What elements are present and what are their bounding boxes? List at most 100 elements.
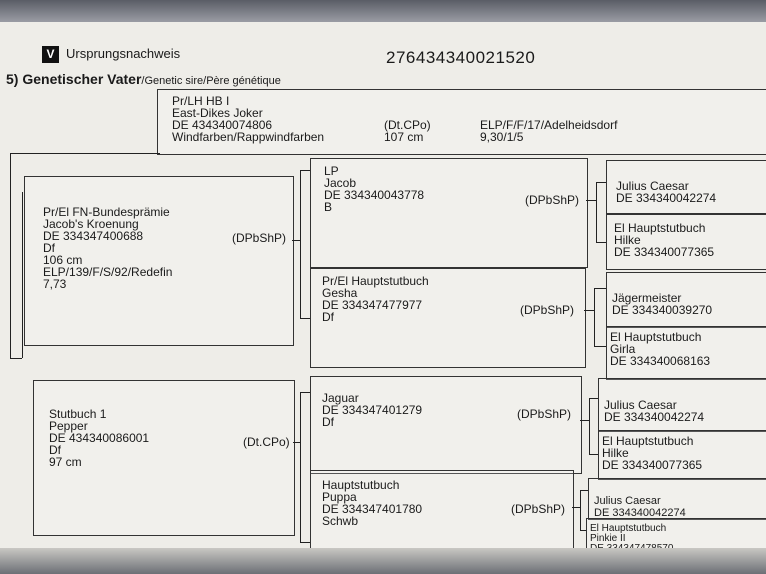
document-number: 276434340021520 — [386, 48, 536, 67]
connector — [589, 454, 598, 455]
gp-fm-breed: (DPbShP) — [520, 303, 575, 317]
mother-line1: Stutbuch 1 — [49, 407, 107, 421]
father-reg: DE 334347400688 — [43, 229, 144, 243]
connector — [22, 192, 23, 358]
ggp-mfm-reg: DE 334340077365 — [602, 458, 703, 472]
grandsire-maternal-box — [310, 376, 582, 474]
father-info: Pr/El FN-Bundesprämie Jacob's Kroenung D… — [43, 206, 172, 290]
photo-background-top — [0, 0, 766, 22]
ggp-fmf-reg: DE 334340039270 — [612, 303, 713, 317]
mother-breed: (Dt.CPo) — [243, 435, 290, 449]
gp-mf-breed: (DPbShP) — [517, 407, 572, 421]
gp-mm-line1: Hauptstutbuch — [322, 478, 400, 492]
sire-name: East-Dikes Joker — [172, 106, 263, 120]
connector — [300, 170, 310, 171]
gp-fm-reg: DE 334347477977 — [322, 298, 423, 312]
ggp-mfm-info: El Hauptstutbuch Hilke DE 334340077365 — [602, 435, 702, 471]
ggp-mff-name: Julius Caesar — [604, 398, 677, 412]
granddam-maternal-box — [310, 470, 574, 554]
ggp-fff-reg: DE 334340042274 — [616, 191, 717, 205]
connector — [584, 310, 594, 311]
mother-box — [33, 380, 295, 536]
connector — [300, 170, 301, 318]
sire-perf2: 9,30/1/5 — [480, 130, 524, 144]
ggp-fff-name: Julius Caesar — [616, 179, 689, 193]
connector — [300, 542, 310, 543]
gp-mm-breed: (DPbShP) — [511, 502, 566, 516]
gp-fm-color: Df — [322, 310, 334, 324]
ggp-fmm-line1: El Hauptstutbuch — [610, 330, 702, 344]
father-line1: Pr/El FN-Bundesprämie — [43, 205, 170, 219]
ggp-mmf-name: Julius Caesar — [594, 495, 661, 507]
ggp-box-fmm — [606, 326, 766, 380]
gp-mm-color: Schwb — [322, 514, 359, 528]
gp-ff-name: Jacob — [324, 176, 357, 190]
sire-heading-subtitle: /Genetic sire/Père génétique — [141, 75, 281, 87]
gp-mf-color: Df — [322, 415, 334, 429]
connector — [596, 242, 606, 243]
connector — [300, 318, 310, 319]
sire-heading-main: 5) Genetischer Vater — [6, 71, 142, 87]
mother-info: Stutbuch 1 Pepper DE 434340086001 Df 97 … — [49, 408, 149, 468]
mother-height: 97 cm — [49, 455, 82, 469]
pedigree-document: V Ursprungsnachweis 276434340021520 5) G… — [0, 22, 766, 554]
grandsire-paternal-box — [310, 158, 588, 268]
ggp-fmf-name: Jägermeister — [612, 291, 682, 305]
connector — [300, 392, 310, 393]
ggp-mmf-reg: DE 334340042274 — [594, 507, 686, 519]
connector — [586, 200, 596, 201]
sire-reg: DE 434340074806 — [172, 118, 273, 132]
connector — [596, 182, 597, 242]
sire-line1: Pr/LH HB I — [172, 94, 230, 108]
father-box — [24, 176, 294, 346]
ggp-mmm-name: Pinkie II — [590, 533, 626, 544]
connector — [580, 490, 581, 530]
ggp-ffm-info: El Hauptstutbuch Hilke DE 334340077365 — [614, 222, 714, 258]
gp-ff-reg: DE 334340043778 — [324, 188, 425, 202]
section-badge: V — [42, 46, 59, 63]
ggp-box-mmf — [588, 478, 766, 520]
ggp-fmm-info: El Hauptstutbuch Girla DE 334340068163 — [610, 331, 710, 367]
connector — [589, 398, 598, 399]
sire-height: 107 cm — [384, 130, 424, 144]
ggp-ffm-line1: El Hauptstutbuch — [614, 221, 706, 235]
connector — [580, 530, 586, 531]
sire-perf1: ELP/F/F/17/Adelheidsdorf — [480, 118, 618, 132]
connector — [10, 153, 160, 154]
gp-mm-reg: DE 334347401780 — [322, 502, 423, 516]
photo-background-bottom — [0, 548, 766, 574]
connector — [10, 358, 22, 359]
ggp-box-fmf — [606, 272, 766, 328]
connector — [10, 153, 11, 358]
ggp-fff-info: Julius Caesar DE 334340042274 — [616, 180, 716, 204]
father-breed: (DPbShP) — [232, 231, 287, 245]
connector — [580, 420, 589, 421]
ggp-box-fff — [606, 160, 766, 214]
gp-ff-line1: LP — [324, 164, 339, 178]
connector — [293, 442, 300, 443]
ggp-fmm-name: Girla — [610, 342, 636, 356]
sire-color: Windfarben/Rappwindfarben — [172, 130, 325, 144]
sire-box — [157, 89, 766, 155]
ggp-fmf-info: Jägermeister DE 334340039270 — [612, 292, 712, 316]
father-perf1: ELP/139/F/S/92/Redefin — [43, 265, 173, 279]
ggp-box-mff — [598, 378, 766, 432]
section-title: Ursprungsnachweis — [66, 46, 181, 61]
father-height: 106 cm — [43, 253, 83, 267]
father-perf2: 7,73 — [43, 277, 67, 291]
connector — [572, 507, 580, 508]
gp-mf-reg: DE 334347401279 — [322, 403, 423, 417]
gp-fm-line1: Pr/El Hauptstutbuch — [322, 274, 429, 288]
ggp-mmf-info: Julius Caesar DE 334340042274 — [594, 495, 686, 519]
gp-mf-name: Jaguar — [322, 391, 359, 405]
gp-mm-info: Hauptstutbuch Puppa DE 334347401780 Schw… — [322, 479, 422, 527]
mother-color: Df — [49, 443, 61, 457]
connector — [292, 240, 300, 241]
sire-info: Pr/LH HB I East-Dikes Joker DE 434340074… — [172, 95, 324, 143]
mother-name: Pepper — [49, 419, 88, 433]
gp-ff-color: B — [324, 200, 333, 214]
ggp-mff-info: Julius Caesar DE 334340042274 — [604, 399, 704, 423]
connector — [580, 490, 588, 491]
sire-breed-block: (Dt.CPo) 107 cm — [384, 119, 431, 143]
gp-mf-info: Jaguar DE 334347401279 Df — [322, 392, 422, 428]
